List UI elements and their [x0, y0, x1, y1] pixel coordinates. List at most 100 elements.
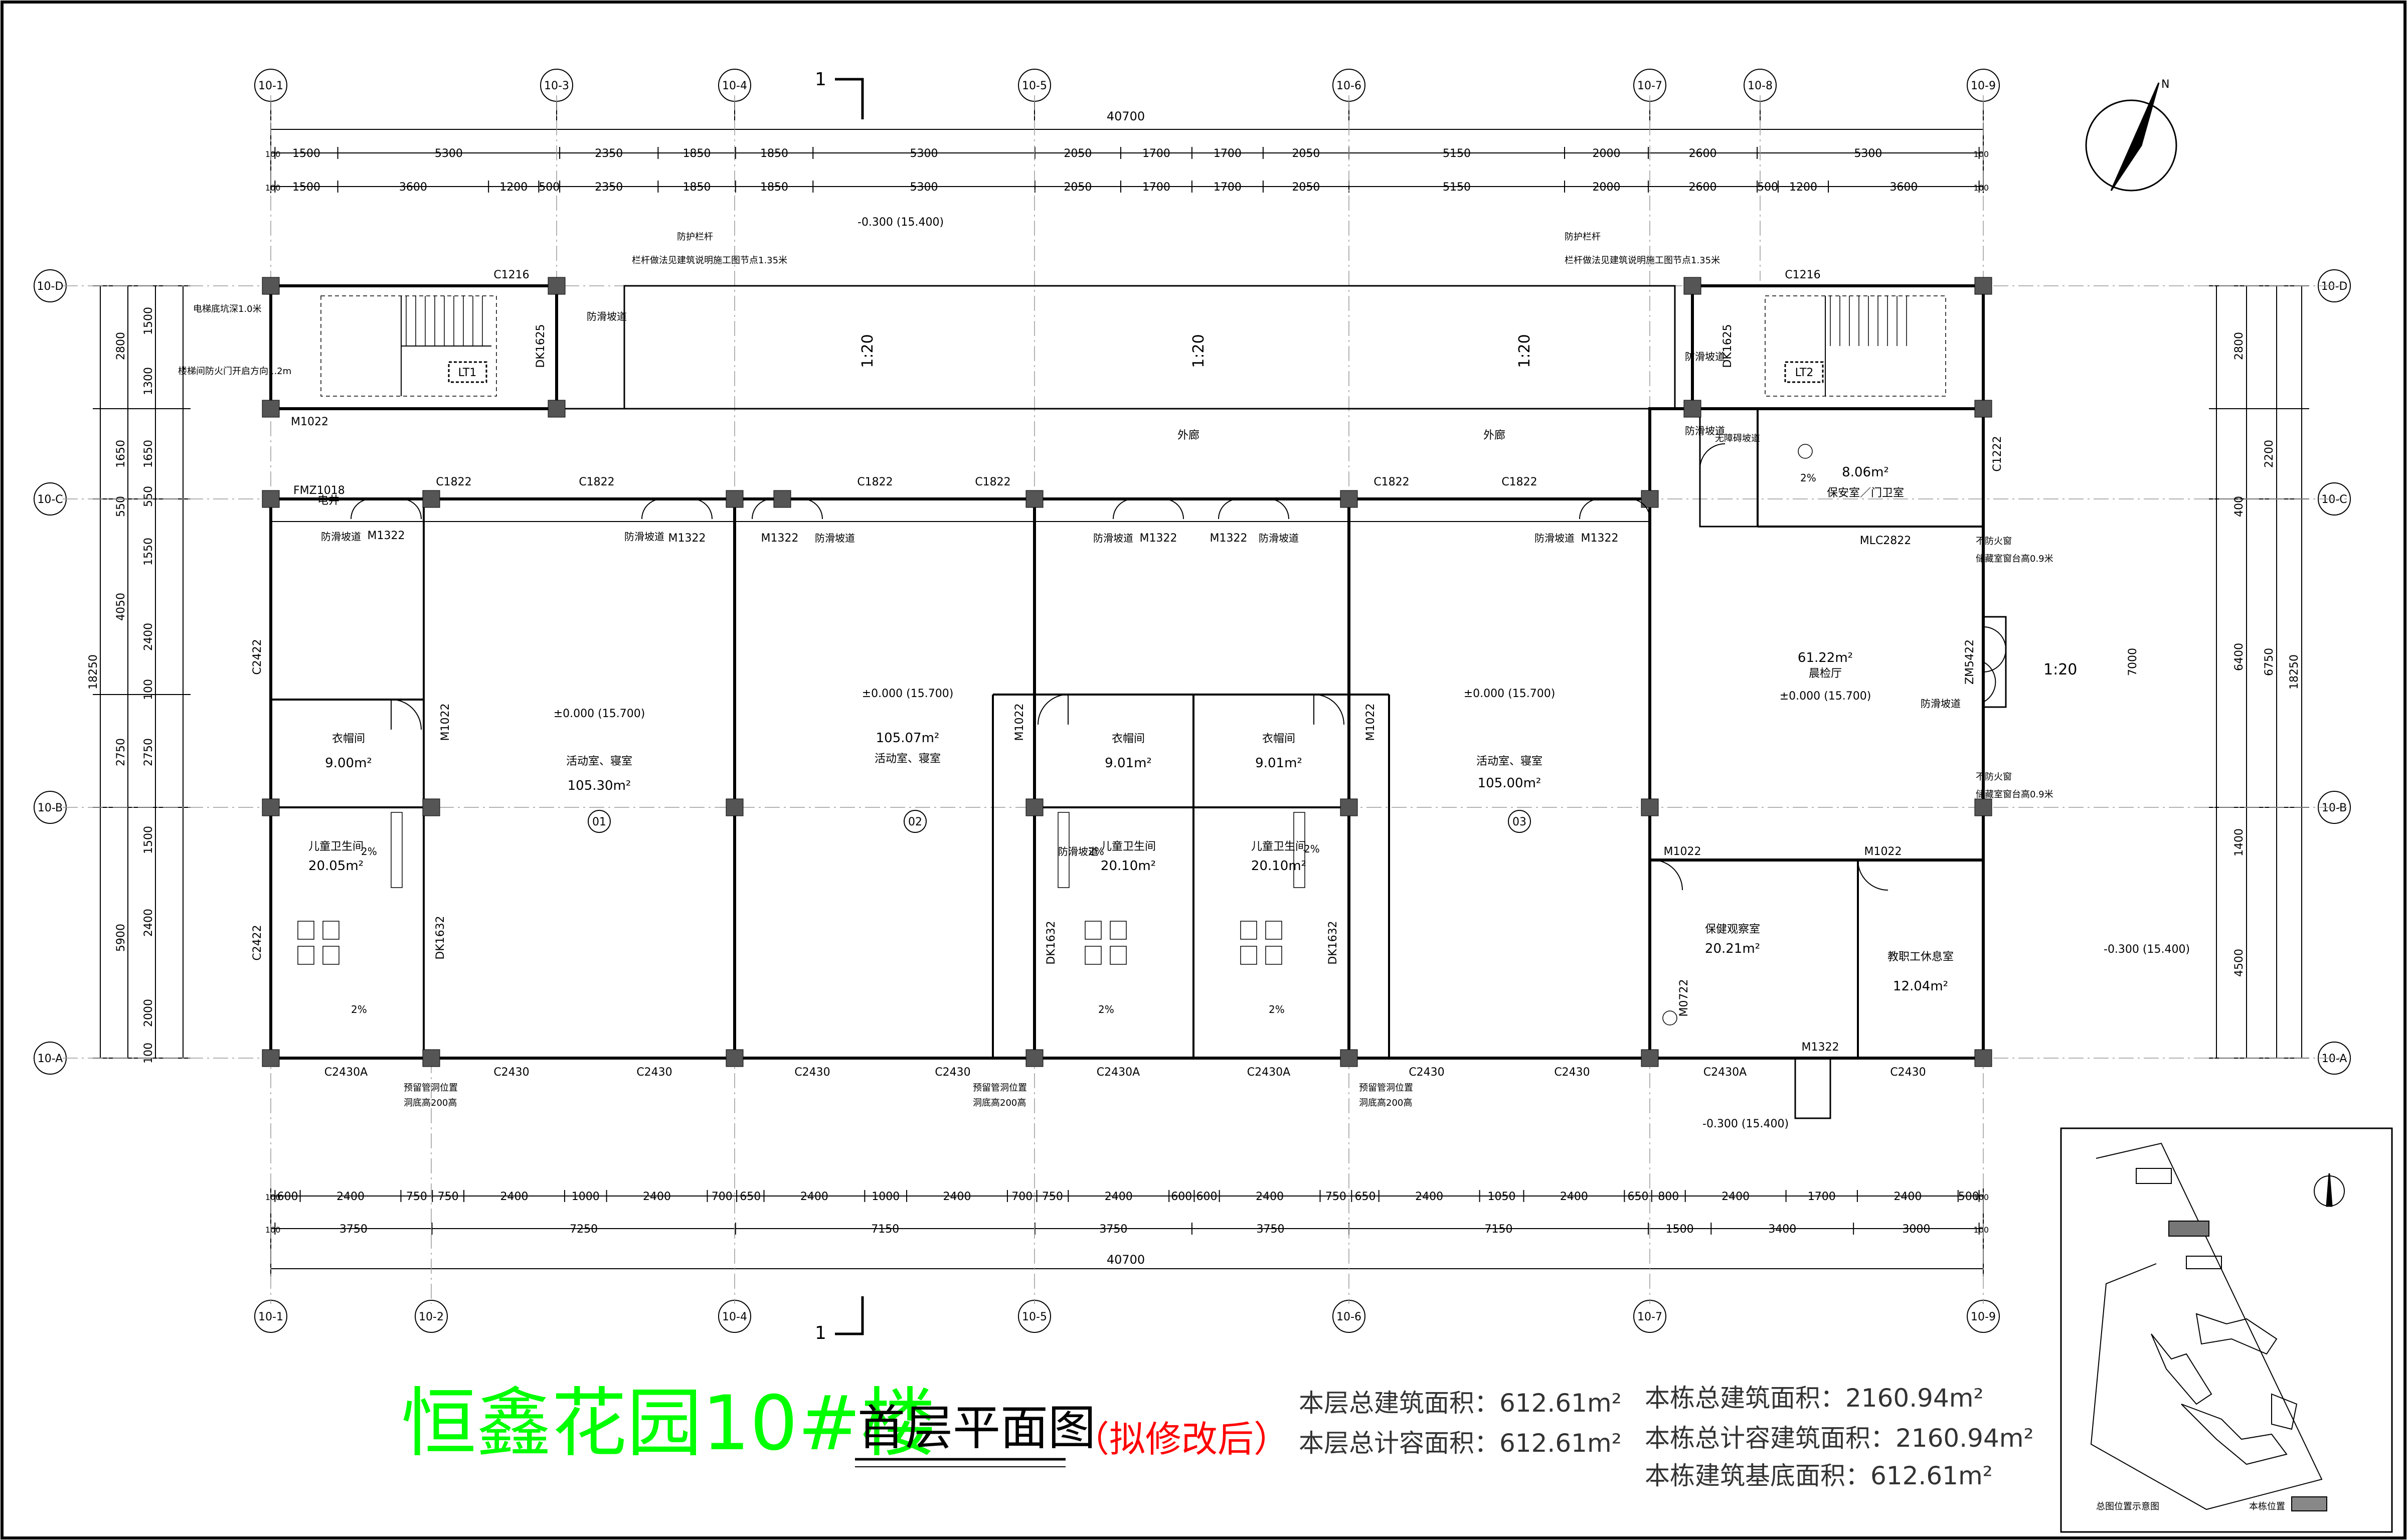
svg-text:预留管洞位置: 预留管洞位置	[404, 1083, 458, 1093]
svg-text:栏杆做法见建筑说明施工图节点1.35米: 栏杆做法见建筑说明施工图节点1.35米	[632, 255, 787, 266]
svg-text:防滑坡道: 防滑坡道	[1921, 698, 1961, 710]
column	[726, 490, 744, 508]
svg-text:1400: 1400	[2233, 828, 2246, 857]
dim-label: 1700	[1808, 1190, 1836, 1203]
axis-label: 10-4	[722, 80, 747, 92]
column	[1683, 400, 1701, 418]
dim-label: 5150	[1443, 147, 1471, 160]
building-gross-area: 本栋总建筑面积：2160.94m²	[1645, 1384, 1984, 1413]
column	[1974, 798, 1992, 816]
svg-text:C2430A: C2430A	[1703, 1066, 1747, 1079]
dim-label: 1700	[1142, 147, 1170, 160]
dim-label: 2050	[1292, 181, 1320, 194]
svg-text:教职工休息室: 教职工休息室	[1887, 951, 1954, 963]
svg-text:M1022: M1022	[1864, 845, 1902, 858]
svg-text:18250: 18250	[2288, 654, 2301, 690]
svg-text:12.04m²: 12.04m²	[1893, 979, 1948, 994]
dim-label: 1700	[1142, 181, 1170, 194]
dim-label: 5300	[910, 181, 938, 194]
top-dimension-chain: 40700	[270, 109, 1984, 193]
dim-label: 7250	[570, 1223, 598, 1236]
svg-text:保健观察室: 保健观察室	[1705, 923, 1760, 936]
dim-label: 7150	[1485, 1223, 1513, 1236]
svg-text:LT2: LT2	[1795, 367, 1814, 379]
svg-text:C2430: C2430	[1409, 1066, 1444, 1079]
svg-text:C1822: C1822	[975, 476, 1010, 488]
svg-text:防滑坡道: 防滑坡道	[1259, 532, 1299, 544]
toilet-fixture	[297, 921, 314, 940]
svg-text:ZM5422: ZM5422	[1964, 639, 1976, 685]
svg-text:C2430A: C2430A	[324, 1066, 368, 1079]
dim-label: 1500	[292, 181, 320, 194]
svg-text:儿童卫生间: 儿童卫生间	[1251, 840, 1306, 853]
axis-label: 10-5	[1022, 1311, 1047, 1323]
svg-text:M1022: M1022	[291, 416, 328, 428]
svg-text:C2430: C2430	[493, 1066, 529, 1079]
svg-text:LT1: LT1	[458, 367, 477, 379]
svg-text:C2430: C2430	[1890, 1066, 1926, 1079]
svg-text:儿童卫生间: 儿童卫生间	[308, 840, 364, 853]
dim-label: 1000	[572, 1190, 600, 1203]
left-dimension-chain	[93, 285, 191, 1059]
svg-text:外廊: 外廊	[1177, 429, 1199, 442]
svg-text:C1822: C1822	[436, 476, 471, 488]
dim-label: 5300	[435, 147, 463, 160]
svg-text:M1322: M1322	[668, 532, 706, 545]
dim-label: 2000	[1593, 181, 1621, 194]
svg-text:防滑坡道: 防滑坡道	[1685, 351, 1725, 363]
svg-text:防滑坡道: 防滑坡道	[1534, 532, 1575, 544]
axis-bubble-bottom	[415, 1300, 448, 1333]
column	[262, 798, 280, 816]
dim-label: 100	[1974, 1225, 1989, 1235]
svg-text:M0722: M0722	[1678, 979, 1690, 1017]
svg-text:晨检厅: 晨检厅	[1809, 667, 1842, 680]
dim-label: 2000	[1593, 147, 1621, 160]
svg-text:1:20: 1:20	[1190, 334, 1208, 368]
dim-label: 5150	[1443, 181, 1471, 194]
svg-text:M1022: M1022	[439, 704, 452, 741]
svg-text:18250: 18250	[87, 654, 100, 690]
dim-label: 2050	[1064, 147, 1092, 160]
svg-text:C1822: C1822	[1501, 476, 1537, 488]
svg-text:105.00m²: 105.00m²	[1478, 776, 1541, 791]
svg-text:电井: 电井	[317, 494, 339, 507]
toilet-fixture	[297, 946, 314, 965]
svg-text:FMZ1018: FMZ1018	[293, 484, 345, 497]
column	[548, 277, 566, 295]
dim-label: 100	[1974, 183, 1989, 193]
svg-text:7000: 7000	[2127, 648, 2139, 676]
svg-text:1650: 1650	[142, 440, 155, 468]
svg-text:C1822: C1822	[579, 476, 614, 488]
svg-text:6400: 6400	[2233, 643, 2246, 671]
svg-text:儿童卫生间: 儿童卫生间	[1101, 840, 1156, 853]
urinal-trough	[391, 812, 403, 888]
dim-label: 1850	[683, 147, 711, 160]
dim-label: 100	[1974, 149, 1989, 159]
svg-text:C2430A: C2430A	[1247, 1066, 1290, 1079]
dim-label: 750	[1042, 1190, 1063, 1203]
building-outline	[269, 284, 2007, 1119]
svg-text:9.00m²: 9.00m²	[325, 756, 372, 771]
svg-text:C1822: C1822	[1373, 476, 1409, 488]
dim-label: 2400	[1415, 1190, 1443, 1203]
column	[1683, 277, 1701, 295]
svg-text:2800: 2800	[2233, 332, 2246, 360]
svg-text:61.22m²: 61.22m²	[1798, 650, 1853, 665]
dim-label: 3400	[1768, 1223, 1796, 1236]
svg-text:活动室、寝室: 活动室、寝室	[875, 753, 941, 765]
svg-text:C2430: C2430	[1554, 1066, 1590, 1079]
dim-label: 3600	[1889, 181, 1918, 194]
dim-label: 1700	[1214, 181, 1242, 194]
svg-text:105.07m²: 105.07m²	[876, 731, 940, 746]
drawing-title: 恒鑫花园10#楼 首层平面图 （拟修改后） 本层总建筑面积：612.61m² 本…	[401, 1380, 2034, 1490]
toilet-fixture	[1085, 921, 1102, 940]
dim-label: 1200	[1789, 181, 1817, 194]
dim-label: 5300	[1854, 147, 1882, 160]
urinal-trough	[1058, 812, 1070, 888]
svg-text:2400: 2400	[142, 909, 155, 937]
